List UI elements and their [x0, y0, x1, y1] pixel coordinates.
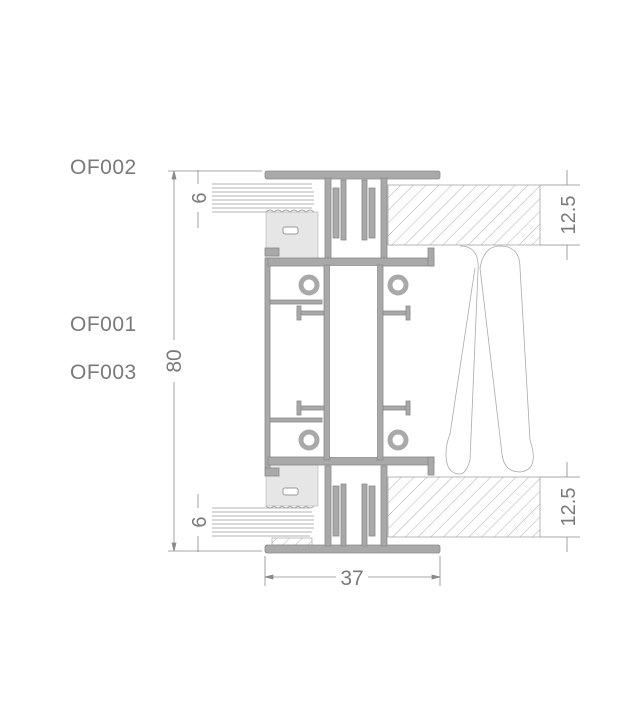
dimension-width-value: 37: [340, 567, 363, 590]
panel-bottom: [387, 476, 541, 538]
glass-pane-bottom: [212, 507, 314, 537]
dimension-glass-bottom: 6: [189, 516, 211, 527]
label-of002: OF002: [70, 156, 137, 179]
dimension-panel-bottom: 12.5: [558, 488, 580, 527]
label-of001: OF001: [70, 313, 137, 336]
dimension-height: [168, 170, 262, 552]
panel-top: [387, 184, 541, 246]
insulation-shape: [445, 245, 534, 475]
label-of003: OF003: [70, 361, 137, 384]
dimension-panel-top: 12.5: [558, 196, 580, 235]
aluminium-profile: [264, 170, 441, 554]
dimension-glass-top: 6: [189, 192, 211, 203]
dimension-panel: [540, 170, 580, 552]
glass-pane-top: [212, 183, 314, 213]
gasket-top: [265, 209, 319, 261]
dimension-height-value: 80: [163, 349, 186, 372]
dimension-width: [264, 556, 441, 586]
